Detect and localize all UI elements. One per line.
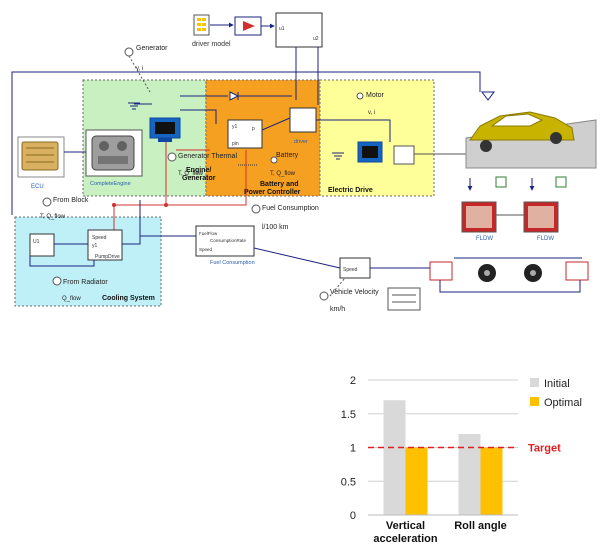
gearbox-block[interactable] bbox=[393, 145, 415, 165]
y-tick-label: 2 bbox=[350, 375, 356, 387]
engine-generator-label: Engine/Generator bbox=[182, 167, 216, 182]
y-tick-label: 0 bbox=[350, 510, 356, 522]
driver-controller-block[interactable] bbox=[289, 107, 317, 133]
driver-model-label: driver model bbox=[192, 41, 231, 48]
from-radiator-label: From Radiator bbox=[63, 279, 108, 286]
svg-text:u1: u1 bbox=[279, 26, 285, 32]
fuel-consumption-sensor-icon[interactable] bbox=[251, 204, 261, 214]
motor-vi-label: v, i bbox=[368, 110, 375, 116]
vehicle-velocity-label: Vehicle Velocity bbox=[330, 289, 379, 296]
wheel-sensor-left[interactable] bbox=[429, 261, 453, 281]
chart-y-ticks: 0 0.5 1 1.5 2 bbox=[341, 375, 356, 522]
cooling-system-label: Cooling System bbox=[102, 295, 155, 302]
fldw-right-label: FLDW bbox=[537, 236, 554, 242]
from-block-label: From Block bbox=[53, 197, 89, 204]
fuel-rate-port: ConsumptionRate bbox=[210, 238, 247, 243]
radiator-qflow-label: Q_flow bbox=[62, 296, 81, 302]
car-icon bbox=[465, 111, 597, 169]
bar-initial-0 bbox=[383, 400, 406, 515]
suspension-right-top[interactable] bbox=[555, 176, 567, 188]
complete-engine-label: CompleteEngine bbox=[90, 181, 131, 187]
bar-initial-1 bbox=[458, 434, 481, 515]
dc-dc-block[interactable] bbox=[227, 119, 263, 149]
legend-label-optimal: Optimal bbox=[544, 397, 582, 409]
svg-text:U1: U1 bbox=[33, 239, 40, 245]
bar-optimal-1 bbox=[480, 447, 503, 515]
svg-text:u2: u2 bbox=[313, 36, 319, 42]
y-tick-label: 0.5 bbox=[341, 476, 356, 488]
pump-drive-block[interactable] bbox=[87, 229, 123, 261]
battery-region bbox=[205, 79, 321, 197]
from-block-tqflow-label: T, Q_flow bbox=[40, 214, 66, 220]
motor-label: Motor bbox=[366, 92, 385, 99]
wheel-left-icon bbox=[478, 264, 496, 282]
svg-text:Speed: Speed bbox=[92, 235, 107, 241]
chart-target-line: Target bbox=[368, 443, 561, 455]
ecu-label: ECU bbox=[31, 184, 44, 190]
system-diagram: driver model u1 u2 Generator v, i ECU bbox=[11, 12, 597, 313]
scope-block[interactable] bbox=[387, 287, 421, 311]
wheel-right-icon bbox=[524, 264, 542, 282]
y-tick-label: 1.5 bbox=[341, 409, 356, 421]
chart-bars bbox=[383, 400, 503, 515]
motor-sensor-icon[interactable] bbox=[356, 92, 364, 100]
complete-engine-block[interactable] bbox=[85, 129, 143, 177]
generator-sensor-icon[interactable] bbox=[124, 47, 134, 57]
battery-label: Battery bbox=[276, 152, 299, 159]
velocity-unit-label: km/h bbox=[330, 306, 345, 313]
generator-machine-block[interactable] bbox=[149, 117, 181, 142]
motor-block[interactable] bbox=[357, 141, 383, 163]
generator-vi-label: v, i bbox=[136, 66, 143, 72]
target-label: Target bbox=[528, 443, 561, 455]
driver-interface-block[interactable] bbox=[275, 12, 323, 48]
ground-triangle-icon bbox=[481, 91, 495, 101]
suspension-left-top[interactable] bbox=[495, 176, 507, 188]
pump-drive-label: PumpDrive bbox=[95, 254, 120, 260]
fuel-consumption-label: Fuel Consumption bbox=[262, 205, 319, 212]
fuel-flow-port: FuelFlow bbox=[199, 231, 218, 236]
driver-controller-label: driver bbox=[294, 139, 308, 145]
ground-icon bbox=[128, 102, 140, 110]
y-tick-label: 1 bbox=[350, 443, 356, 455]
svg-text:p: p bbox=[252, 126, 255, 132]
legend-label-initial: Initial bbox=[544, 378, 570, 390]
svg-text:y1: y1 bbox=[232, 124, 238, 130]
vehicle-velocity-sensor-icon[interactable] bbox=[319, 291, 329, 301]
fuel-consumption-block[interactable] bbox=[195, 225, 255, 257]
legend-swatch-optimal bbox=[530, 397, 539, 406]
fuel-block-label: Fuel Consumption bbox=[210, 260, 255, 266]
generator-label: Generator bbox=[136, 45, 168, 52]
battery-tqflow-label: T, Q_flow bbox=[270, 171, 296, 177]
fldw-left-label: FLDW bbox=[476, 236, 493, 242]
svg-text:pin: pin bbox=[232, 141, 239, 147]
wheel-sensor-right[interactable] bbox=[565, 261, 589, 281]
driver-model-block[interactable] bbox=[193, 14, 210, 36]
bar-optimal-0 bbox=[405, 447, 428, 515]
electric-drive-region bbox=[319, 79, 435, 197]
from-block-sensor-icon[interactable] bbox=[42, 197, 52, 207]
fuel-speed-port: Speed bbox=[199, 247, 213, 252]
electric-drive-label: Electric Drive bbox=[328, 187, 373, 194]
ecu-block[interactable] bbox=[17, 136, 65, 178]
legend-swatch-initial bbox=[530, 378, 539, 387]
generator-thermal-label: Generator Thermal bbox=[178, 153, 237, 160]
from-radiator-sensor-icon[interactable] bbox=[52, 276, 62, 286]
x-category-label: Roll angle bbox=[454, 520, 507, 532]
generator-thermal-sensor-icon[interactable] bbox=[167, 152, 177, 162]
thermostat-block[interactable] bbox=[29, 233, 55, 257]
svg-text:y1: y1 bbox=[92, 243, 98, 249]
svg-text:Speed: Speed bbox=[343, 267, 358, 273]
generator-tqflow-label: T, Q_flow bbox=[178, 171, 204, 177]
fuel-unit-label: l/100 km bbox=[262, 224, 289, 231]
